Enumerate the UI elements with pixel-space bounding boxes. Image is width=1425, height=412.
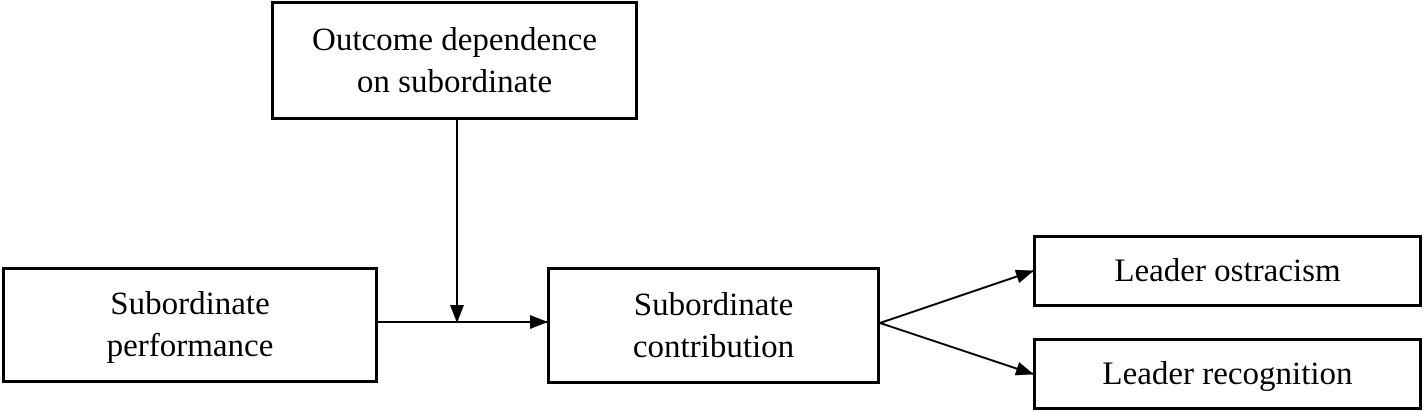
node-outcome-dependence-line2: on subordinate [356,63,553,100]
arrow-contribution-to-ostracism [879,269,1034,324]
node-subordinate-contribution-line2: contribution [632,328,795,365]
node-leader-ostracism-label: Leader ostracism [1114,253,1341,289]
node-leader-ostracism: Leader ostracism [1033,235,1422,307]
node-subordinate-performance: Subordinate performance [2,267,378,383]
node-subordinate-contribution-line1: Subordinate [633,286,794,323]
node-subordinate-performance-line1: Subordinate [110,286,270,322]
node-subordinate-performance-line2: performance [106,328,274,364]
node-leader-recognition-label: Leader recognition [1102,356,1353,392]
node-outcome-dependence-line1: Outcome dependence [312,21,597,58]
arrow-contribution-to-recognition [879,322,1034,376]
node-leader-recognition: Leader recognition [1033,338,1422,410]
node-outcome-dependence: Outcome dependence on subordinate [271,1,638,120]
node-subordinate-contribution: Subordinate contribution [547,267,880,384]
